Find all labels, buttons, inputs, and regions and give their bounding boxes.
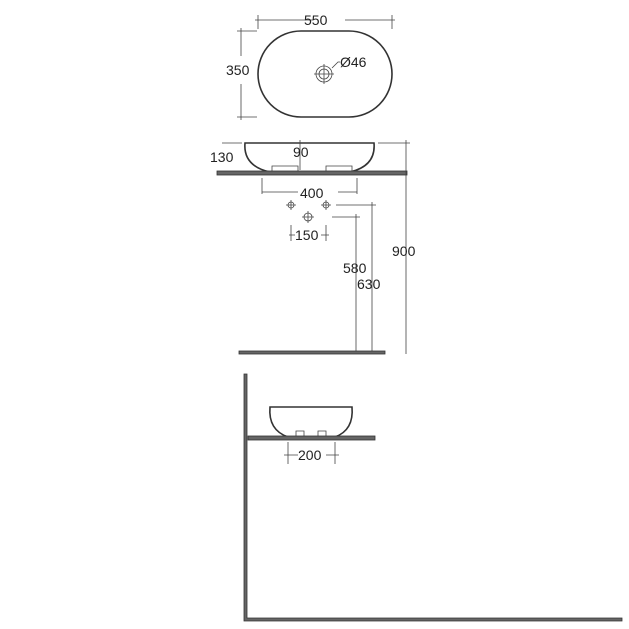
countertop: [216, 170, 408, 176]
tap-spacing-dim: [289, 225, 329, 241]
countertop-end: [247, 435, 376, 441]
dim-tap-height-1: 580: [343, 260, 367, 276]
dim-base-depth: 200: [298, 447, 322, 463]
top-view: 550 350 Ø46: [226, 12, 395, 120]
basin-foot: [271, 165, 353, 172]
basin-profile: [244, 142, 375, 173]
basin-foot-end: [295, 430, 327, 437]
width-dim: [255, 15, 395, 29]
base-dim: [261, 178, 358, 194]
floor-line: [238, 350, 386, 355]
dim-width: 550: [304, 12, 328, 28]
end-view: 200: [243, 373, 623, 622]
dim-depth: 350: [226, 62, 250, 78]
dim-tap-hole: Ø46: [340, 54, 367, 70]
dim-counter-height: 900: [392, 243, 416, 259]
basin-end-profile: [269, 406, 353, 438]
centerline: [314, 61, 340, 84]
base-depth-dim: [284, 442, 339, 464]
dim-tap-height-2: 630: [357, 276, 381, 292]
dim-height: 130: [210, 149, 234, 165]
tap-height-dims: [332, 202, 376, 354]
wall-and-floor: [243, 373, 623, 622]
side-view: 130 90 400 150 580 630 900: [210, 140, 416, 355]
dim-waste: 90: [293, 144, 309, 160]
tap-markers: [286, 200, 331, 223]
depth-dim: [237, 28, 257, 120]
dim-base-width: 400: [300, 185, 324, 201]
dim-tap-spacing: 150: [295, 227, 319, 243]
height-dims: [222, 140, 410, 354]
